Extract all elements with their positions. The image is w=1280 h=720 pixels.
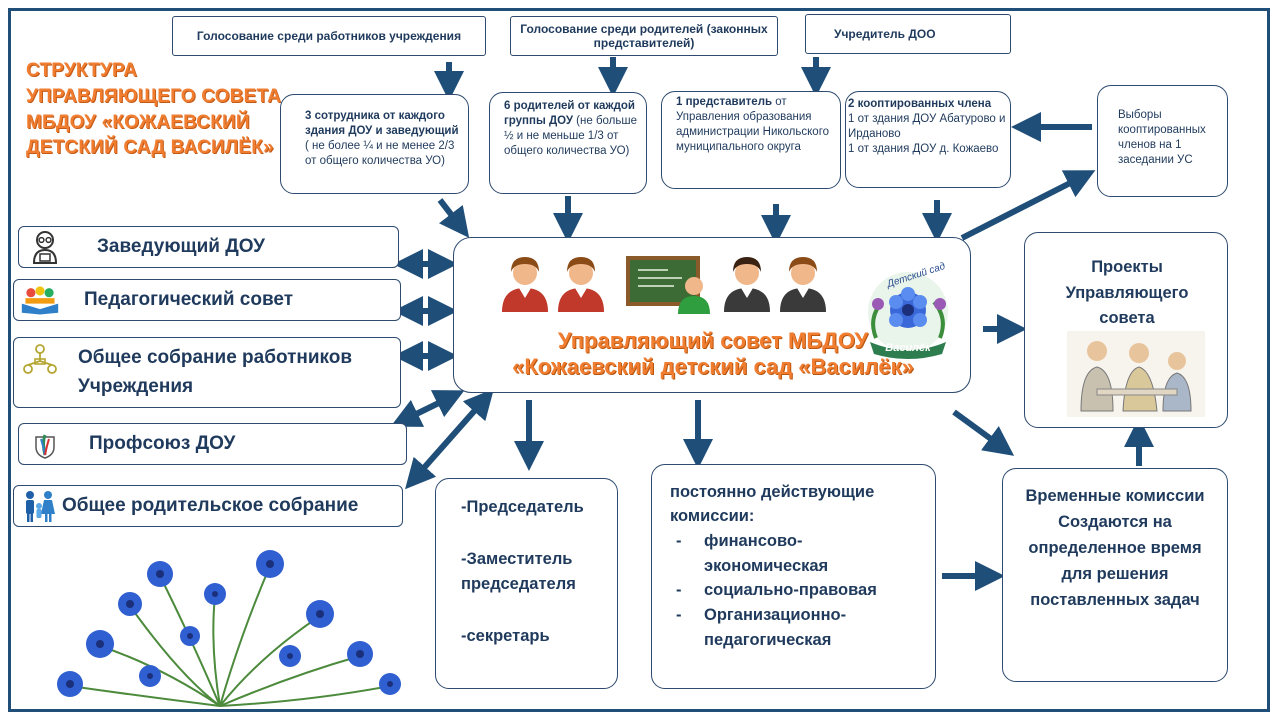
officer-deputy: -Заместитель председателя (461, 549, 576, 594)
union-box: Профсоюз ДОУ (18, 423, 407, 465)
elections-label: Выборы кооптированных членов на 1 заседа… (1118, 109, 1206, 166)
founder-label: Учредитель ДОО (834, 26, 936, 41)
commission-organizational: Организационно-педагогическая (670, 603, 925, 653)
parent-members-box: 6 родителей от каждой группы ДОУ (не бол… (489, 92, 647, 194)
head-label: Заведующий ДОУ (97, 236, 265, 257)
projects-illustration (1067, 331, 1205, 417)
staff-members-bold: 3 сотрудника от каждого здания ДОУ и зав… (305, 110, 459, 137)
arrow-center-temporary (952, 409, 1015, 456)
network-people-icon (20, 342, 60, 378)
person-icon-2 (558, 257, 604, 312)
arrow-center-elections (960, 170, 1096, 241)
cornflowers-illustration (57, 550, 401, 707)
coopted-line-2: 1 от здания ДОУ д. Кожаево (848, 142, 999, 155)
permanent-list: финансово-экономическая социально-правов… (670, 529, 925, 653)
officer-secretary: -секретарь (461, 626, 550, 645)
coopted-members-box: 2 кооптированных члена 1 от здания ДОУ А… (845, 91, 1011, 188)
parent-assembly-box: Общее родительское собрание (13, 485, 403, 527)
parent-vote-label: Голосование среди родителей (законных пр… (520, 21, 768, 50)
council-title-line-2: «Кожаевский детский сад «Василёк» (512, 353, 914, 379)
logo-ribbon-text: Василёк (885, 342, 931, 354)
staff-members-note: ( не более ¼ и не менее 2/3 от общего ко… (305, 139, 455, 167)
union-label: Профсоюз ДОУ (89, 433, 236, 454)
founder-member-box: 1 представитель от Управления образовани… (661, 91, 841, 189)
founder-member-bold: 1 представитель (676, 96, 773, 108)
person-icon-4 (780, 257, 826, 312)
officer-chair: -Председатель (461, 498, 584, 516)
diagram-title: СТРУКТУРА УПРАВЛЯЮЩЕГО СОВЕТА МБДОУ «КОЖ… (26, 60, 281, 159)
staff-members-box: 3 сотрудника от каждого здания ДОУ и зав… (280, 94, 469, 194)
pedsovet-box: Педагогический совет (13, 279, 401, 321)
permanent-commissions-box: постоянно действующие комиссии: финансов… (651, 464, 936, 689)
coopted-line-1: 1 от здания ДОУ Абатурово и Ирданово (848, 112, 1006, 140)
temporary-commissions-box: Временные комиссии Создаются на определе… (1002, 468, 1228, 682)
commission-social-legal: социально-правовая (670, 578, 925, 603)
coopted-members-bold: 2 кооптированных члена (848, 98, 992, 110)
council-title: Управляющий совет МБДОУ «Кожаевский детс… (454, 328, 972, 380)
slide-frame (8, 8, 1270, 712)
council-box: Детский сад Василёк Управляющий совет МБ… (453, 237, 971, 393)
parent-members-bold: 6 родителей от каждой группы ДОУ (504, 100, 635, 127)
kindergarten-logo: Детский сад Василёк (856, 261, 960, 364)
elections-box: Выборы кооптированных членов на 1 заседа… (1097, 85, 1228, 197)
projects-box: Проекты Управляющего совета (1024, 232, 1228, 428)
staff-assembly-label: Общее собрание работников Учреждения (78, 347, 353, 397)
council-people-icons (502, 256, 826, 314)
founder-box: Учредитель ДОО (805, 14, 1011, 54)
person-icon-3 (724, 257, 770, 312)
council-title-line-1: Управляющий совет МБДОУ (557, 328, 869, 353)
family-icon (20, 488, 60, 524)
head-box: Заведующий ДОУ (18, 226, 399, 268)
temporary-text: Временные комиссии Создаются на определе… (1025, 487, 1205, 610)
parent-vote-box: Голосование среди родителей (законных пр… (510, 16, 778, 56)
chalkboard-teacher-icon (626, 256, 710, 314)
permanent-title: постоянно действующие комиссии: (670, 483, 875, 525)
founder-member-note: от Управления образования администрации … (676, 96, 830, 153)
projects-title: Проекты Управляющего совета (1065, 258, 1189, 328)
staff-assembly-box: Общее собрание работников Учреждения (13, 337, 401, 408)
officers-box: -Председатель -Заместитель председателя … (435, 478, 618, 689)
teacher-icon (25, 229, 65, 265)
pedsovet-label: Педагогический совет (84, 289, 293, 310)
arrow-parents-assembly-center (405, 388, 494, 490)
staff-vote-box: Голосование среди работников учреждения (172, 16, 486, 56)
parent-members-note: (не больше ½ и не меньше 1/3 от общего к… (504, 114, 638, 157)
person-icon-1 (502, 257, 548, 312)
students-book-icon (20, 282, 60, 318)
arrow-staff-center (437, 198, 470, 238)
arrow-union-center (390, 390, 465, 427)
staff-vote-label: Голосование среди работников учреждения (196, 28, 462, 43)
commission-financial: финансово-экономическая (670, 529, 925, 579)
union-logo-icon (25, 426, 65, 462)
parent-assembly-label: Общее родительское собрание (62, 495, 359, 516)
